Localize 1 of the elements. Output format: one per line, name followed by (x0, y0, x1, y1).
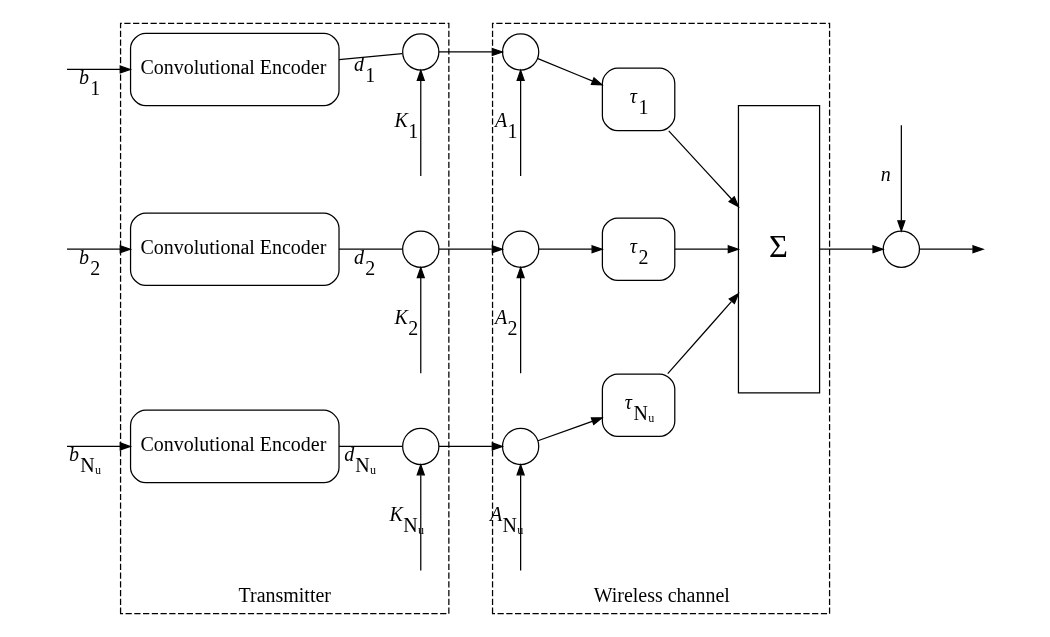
edge-label: n (880, 163, 891, 186)
